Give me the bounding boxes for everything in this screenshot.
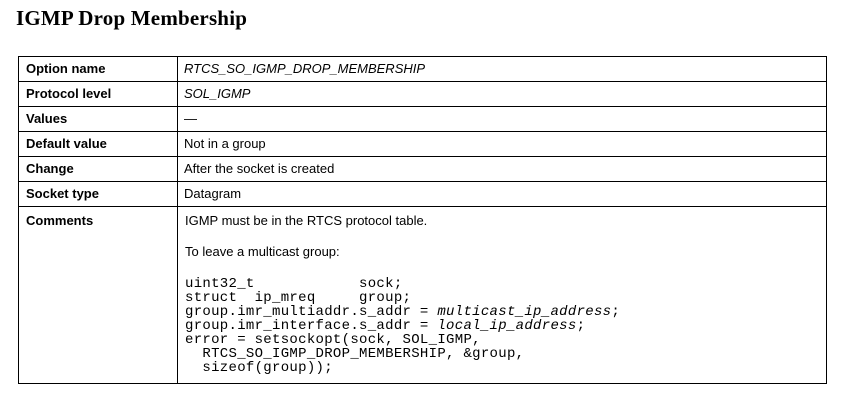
row-label: Default value [18,131,178,157]
row-default-value: Default value Not in a group [18,131,827,157]
code-line: RTCS_SO_IGMP_DROP_MEMBERSHIP, &group, [185,346,525,362]
row-label: Values [18,106,178,132]
row-change: Change After the socket is created [18,156,827,182]
row-protocol-level: Protocol level SOL_IGMP [18,81,827,107]
row-option-name: Option name RTCS_SO_IGMP_DROP_MEMBERSHIP [18,56,827,82]
row-value: Not in a group [177,131,827,157]
row-value: — [177,106,827,132]
row-label: Protocol level [18,81,178,107]
row-label: Change [18,156,178,182]
page-title: IGMP Drop Membership [16,6,248,30]
comments-paragraph: To leave a multicast group: [185,244,340,259]
row-value: SOL_IGMP [177,81,827,107]
row-label: Option name [18,56,178,82]
row-value: RTCS_SO_IGMP_DROP_MEMBERSHIP [177,56,827,82]
code-line: group.imr_multiaddr.s_addr = multicast_i… [185,304,621,320]
row-value: Datagram [177,181,827,207]
code-line: uint32_t sock; [185,276,403,292]
comments-paragraph: IGMP must be in the RTCS protocol table. [185,213,428,228]
row-socket-type: Socket type Datagram [18,181,827,207]
code-line: struct ip_mreq group; [185,290,412,306]
row-label: Comments [18,206,178,384]
code-block: uint32_t sock; struct ip_mreq group; gro… [185,277,820,375]
code-line: sizeof(group)); [185,360,333,376]
socket-option-table: Option name RTCS_SO_IGMP_DROP_MEMBERSHIP… [18,56,827,384]
row-values: Values — [18,106,827,132]
row-label: Socket type [18,181,178,207]
comments-cell: IGMP must be in the RTCS protocol table.… [177,206,827,384]
code-line: group.imr_interface.s_addr = local_ip_ad… [185,318,586,334]
code-line: error = setsockopt(sock, SOL_IGMP, [185,332,481,348]
row-comments: Comments IGMP must be in the RTCS protoc… [18,206,827,384]
row-value: After the socket is created [177,156,827,182]
